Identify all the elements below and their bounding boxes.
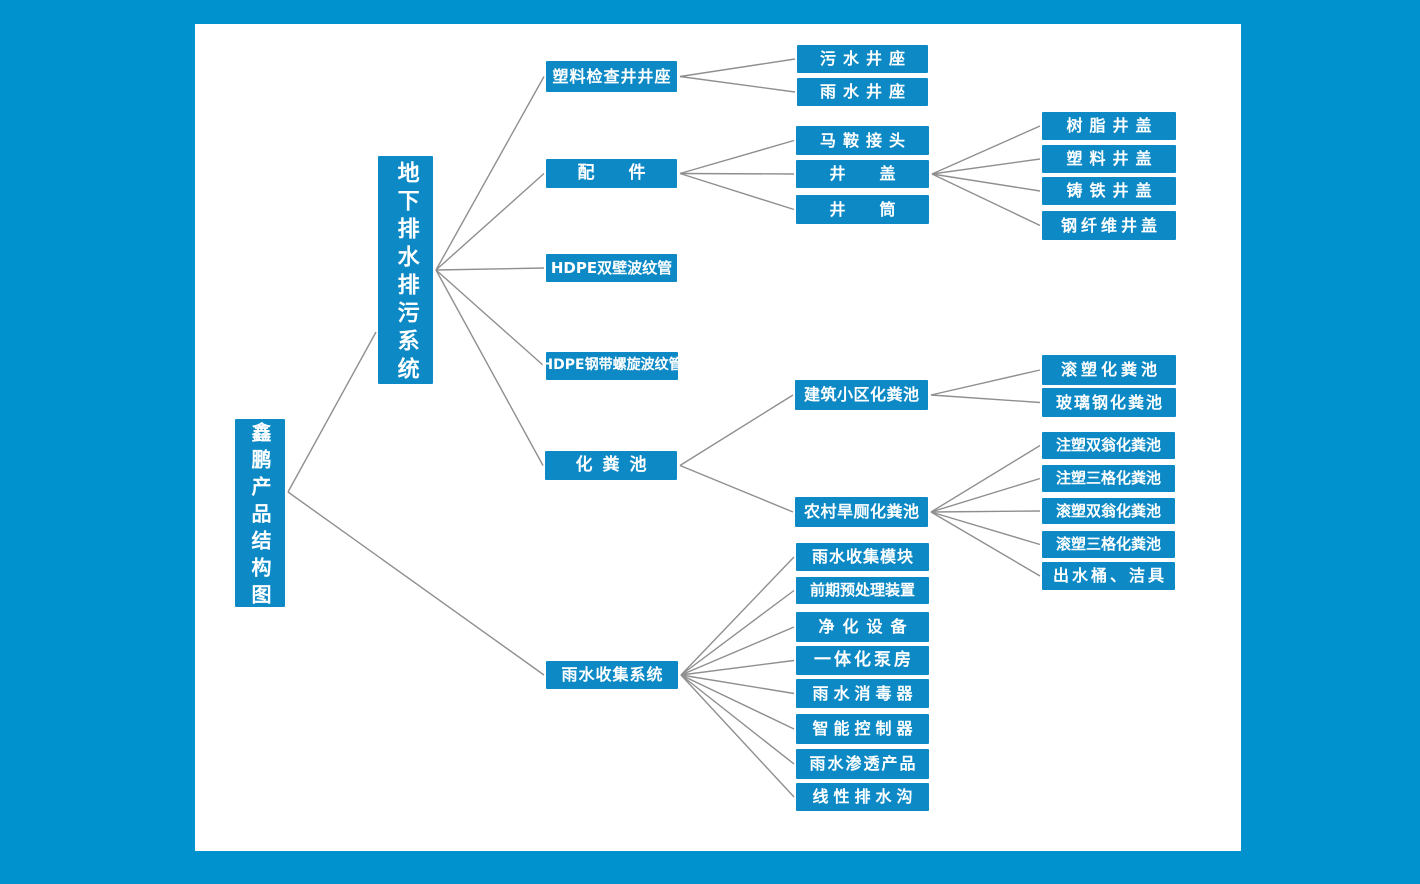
node-label: 化粪池 [575, 455, 657, 476]
node-label: 建筑小区化粪池 [803, 385, 920, 405]
node-label: 出水桶、洁具 [1052, 566, 1167, 586]
node-label: 一体化泵房 [814, 650, 914, 671]
node-pump: 一体化泵房 [796, 646, 929, 675]
node-plastic-cover: 塑料井盖 [1042, 145, 1176, 173]
node-rural-septic: 农村旱厕化粪池 [795, 497, 928, 527]
node-label: 树脂井盖 [1066, 116, 1159, 136]
node-label: 净化设备 [818, 617, 915, 637]
node-rainwater-sys: 雨水收集系统 [546, 661, 678, 689]
node-label: 农村旱厕化粪池 [803, 502, 920, 522]
node-label: 地下排水排污系统 [393, 161, 419, 385]
node-septic: 化粪池 [545, 451, 677, 480]
node-plastic-seat: 塑料检查井井座 [546, 61, 677, 92]
node-label: HDPE钢带螺旋波纹管 [541, 357, 683, 374]
node-resin-cover: 树脂井盖 [1042, 112, 1176, 140]
node-label: 污水井座 [819, 49, 912, 69]
node-hdpe-double: HDPE双壁波纹管 [546, 254, 677, 282]
node-cast-iron-cover: 铸铁井盖 [1042, 177, 1176, 205]
node-label: 雨水收集系统 [561, 665, 664, 685]
node-roto-double: 滚塑双翁化粪池 [1042, 498, 1175, 524]
node-label: 注塑双翁化粪池 [1055, 436, 1161, 455]
node-rain-module: 雨水收集模块 [796, 543, 929, 571]
node-label: 雨水渗透产品 [809, 754, 918, 774]
node-pretreat: 前期预处理装置 [796, 577, 929, 604]
node-label: 滚塑三格化粪池 [1055, 535, 1161, 554]
node-label: 井盖 [829, 164, 930, 184]
node-fittings: 配件 [546, 159, 677, 188]
node-sewage-seat: 污水井座 [797, 45, 928, 73]
node-disinfect: 雨水消毒器 [796, 679, 929, 708]
node-controller: 智能控制器 [796, 714, 929, 744]
node-hdpe-steel: HDPE钢带螺旋波纹管 [541, 352, 683, 380]
node-rain-seat: 雨水井座 [797, 78, 928, 106]
node-label: 铸铁井盖 [1066, 181, 1159, 201]
node-inj-three: 注塑三格化粪池 [1042, 465, 1175, 492]
node-purify: 净化设备 [796, 612, 929, 642]
node-label: 塑料检查井井座 [552, 66, 672, 86]
node-roto-septic: 滚塑化粪池 [1042, 355, 1176, 385]
node-label: 玻璃钢化粪池 [1055, 392, 1164, 412]
node-label: 井筒 [829, 199, 930, 219]
node-label: 马鞍接头 [819, 130, 912, 150]
node-steel-fiber-cover: 钢纤维井盖 [1042, 211, 1176, 240]
node-building-septic: 建筑小区化粪池 [795, 380, 928, 410]
node-underground: 地下排水排污系统 [378, 156, 433, 385]
node-label: 线性排水沟 [812, 787, 918, 807]
node-label: 配件 [577, 163, 680, 184]
node-label: 雨水井座 [819, 82, 912, 102]
node-label: 鑫鹏产品结构图 [248, 422, 272, 611]
node-roto-three: 滚塑三格化粪池 [1042, 531, 1175, 558]
node-label: 智能控制器 [812, 719, 918, 739]
node-label: 滚塑化粪池 [1060, 360, 1161, 380]
node-label: 塑料井盖 [1066, 149, 1159, 169]
node-root: 鑫鹏产品结构图 [235, 419, 285, 611]
node-label: 注塑三格化粪池 [1055, 469, 1161, 488]
node-inj-double: 注塑双翁化粪池 [1042, 432, 1175, 459]
node-label: 雨水消毒器 [812, 683, 918, 703]
node-label: HDPE双壁波纹管 [550, 258, 673, 277]
node-linear-drain: 线性排水沟 [796, 783, 929, 811]
node-well-barrel: 井筒 [796, 195, 929, 224]
node-label: 前期预处理装置 [809, 581, 915, 600]
node-label: 滚塑双翁化粪池 [1055, 501, 1161, 520]
node-label: 雨水收集模块 [811, 547, 914, 567]
node-outlet: 出水桶、洁具 [1042, 562, 1175, 590]
node-label: 钢纤维井盖 [1060, 215, 1161, 235]
node-infiltration: 雨水渗透产品 [796, 749, 929, 779]
node-well-cover: 井盖 [796, 160, 929, 188]
node-saddle: 马鞍接头 [796, 126, 929, 155]
node-frp-septic: 玻璃钢化粪池 [1042, 388, 1176, 417]
